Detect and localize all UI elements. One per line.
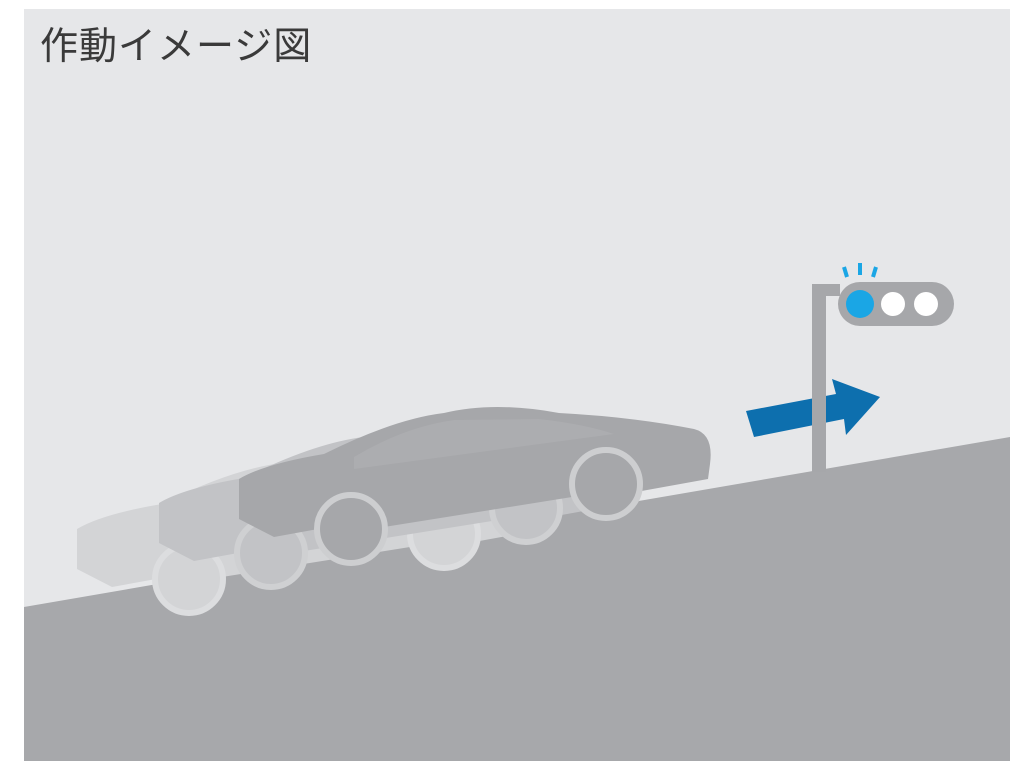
road-slope — [24, 437, 1010, 761]
traffic-signal-icon — [812, 263, 954, 472]
page-title: 作動イメージ図 — [40, 24, 313, 68]
operation-diagram — [24, 263, 1010, 761]
illustration-panel: 作動イメージ図 — [24, 9, 1010, 761]
signal-light-yellow — [881, 292, 905, 316]
signal-light-red — [914, 292, 938, 316]
car-icon — [239, 407, 711, 566]
signal-light-green — [846, 290, 874, 318]
signal-glow-icon — [842, 263, 878, 278]
